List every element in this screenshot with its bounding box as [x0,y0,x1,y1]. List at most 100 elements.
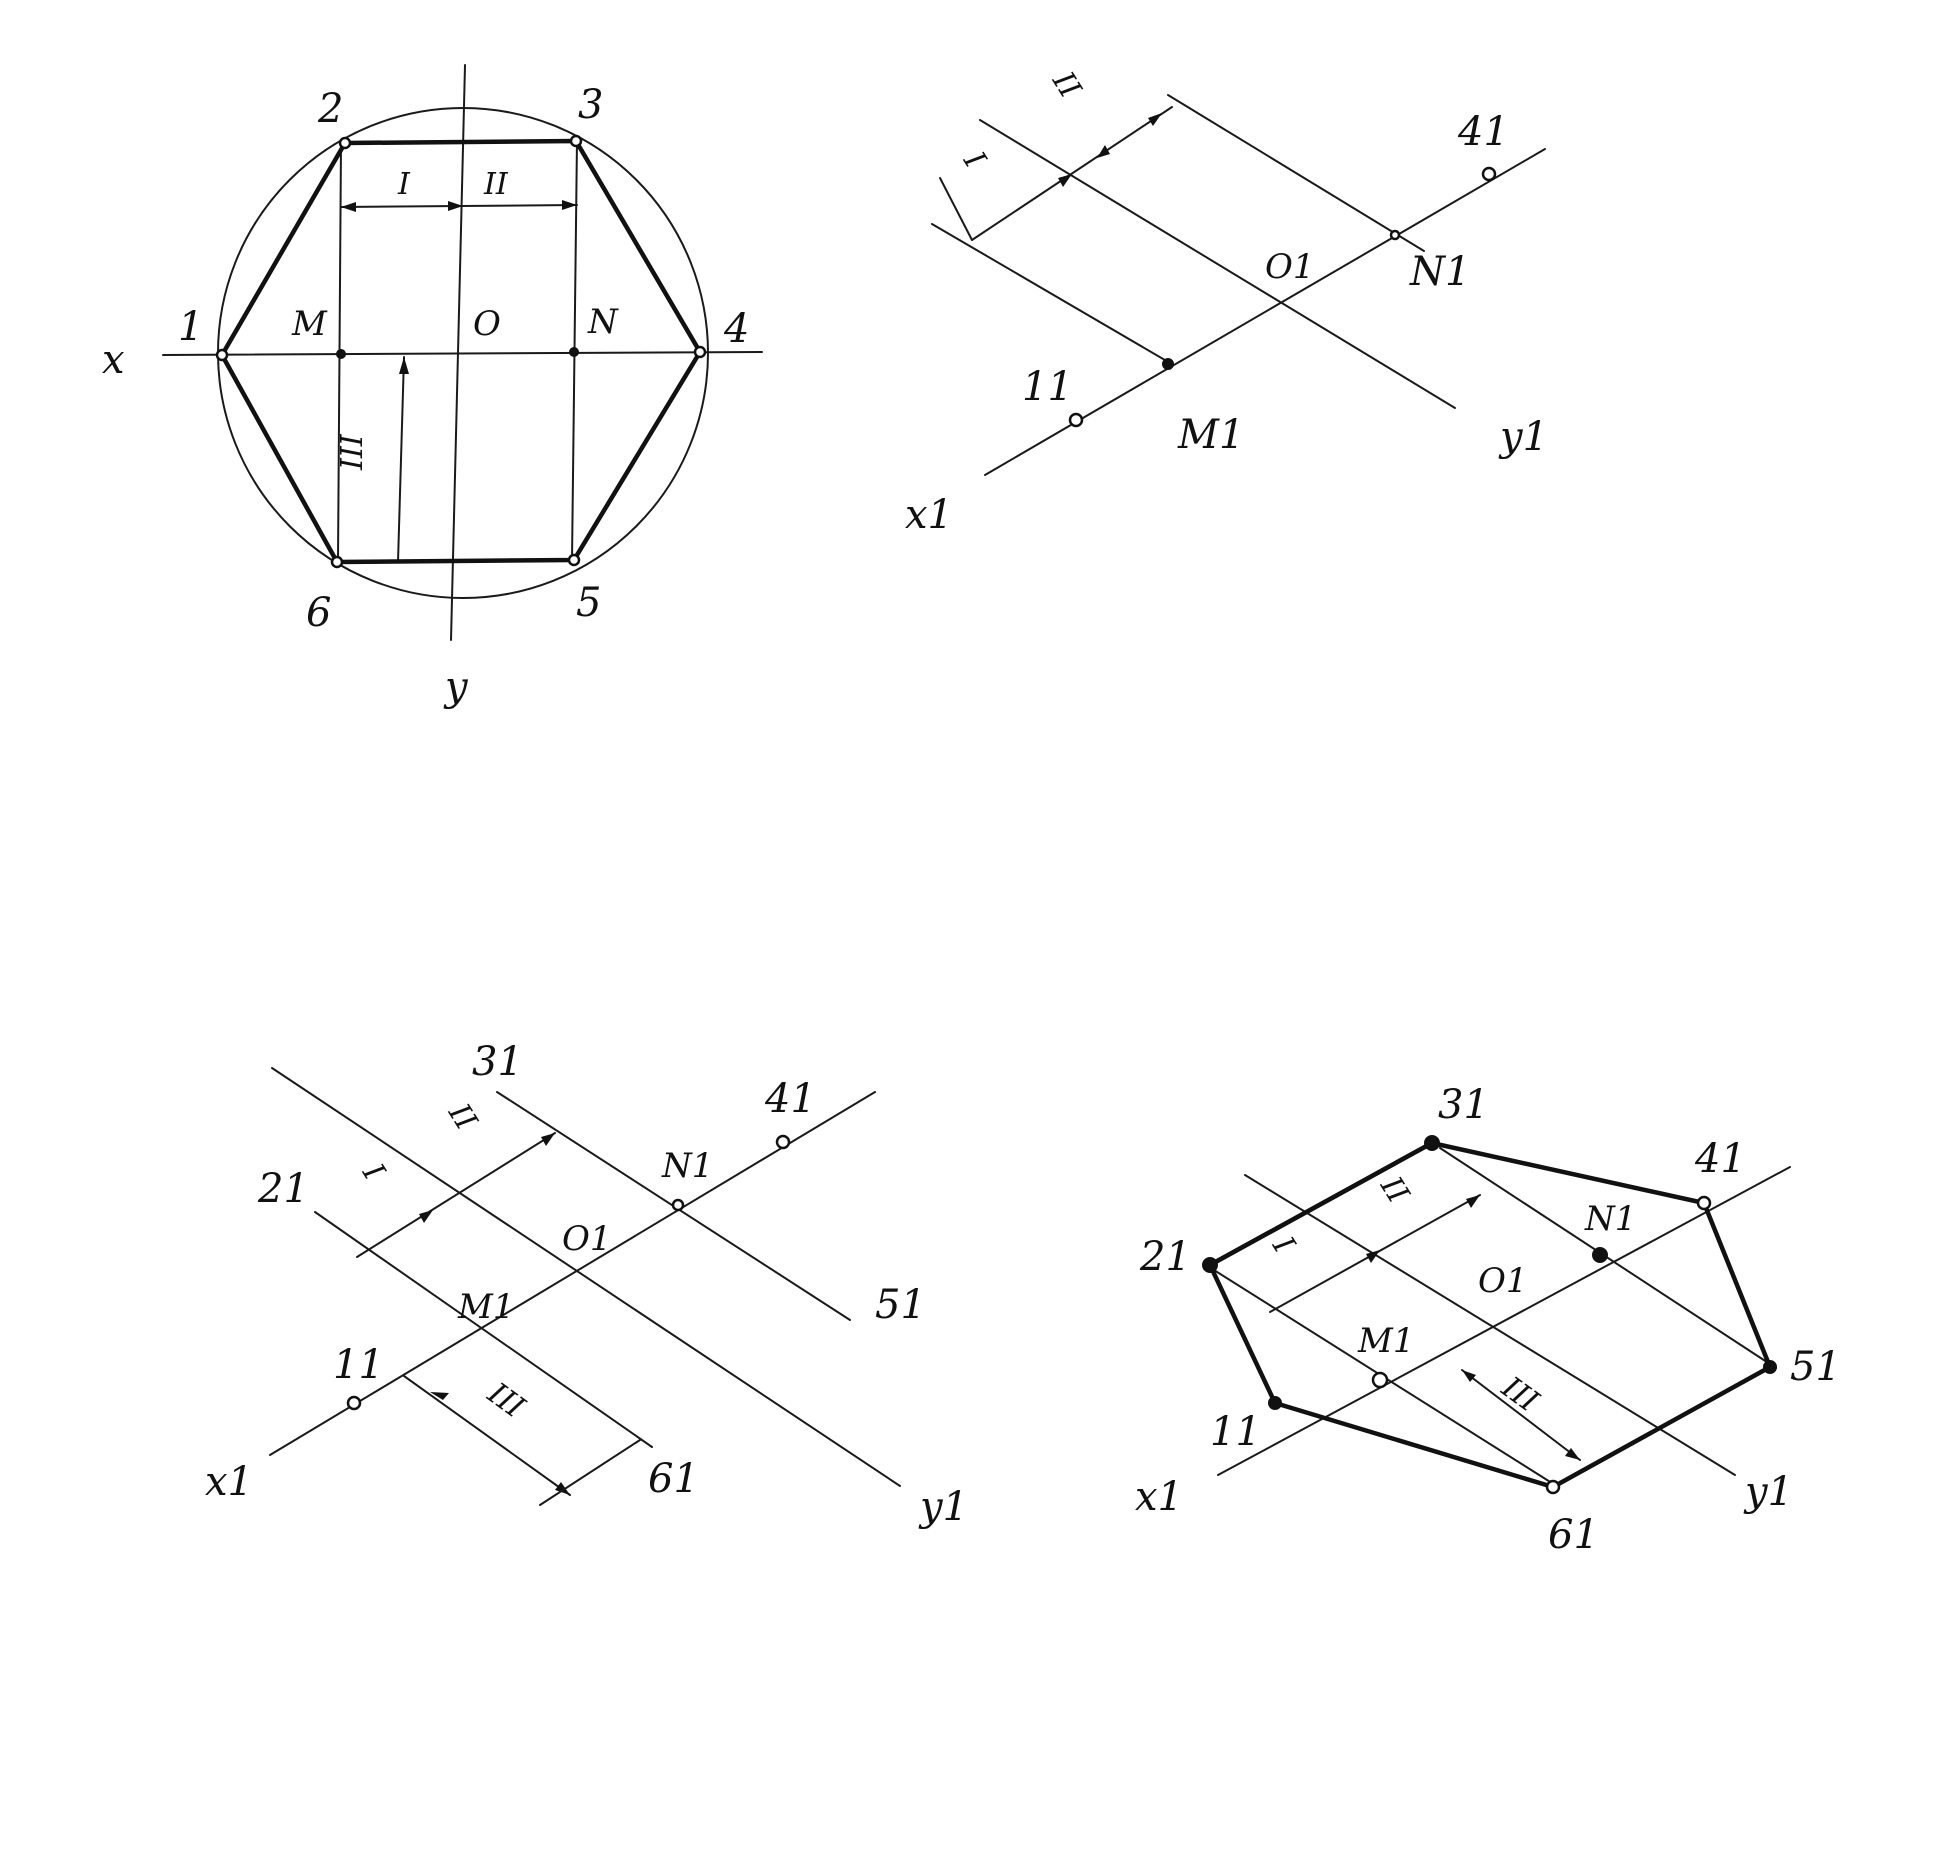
x1-axis-label: x1 [905,492,953,538]
dimension-1-label: I [355,1157,392,1187]
dimension-3-label: III [1494,1370,1545,1420]
point-n1-label: N1 [1584,1199,1636,1239]
x1-axis-line [984,148,1546,476]
dimension-2-label: II [483,167,509,202]
dimension-line-1-2 [971,106,1173,241]
point-41-label: 41 [1457,109,1509,155]
arrow-head [1058,174,1072,187]
point-41-label: 41 [1694,1136,1746,1182]
point-11-label: 11 [1022,364,1073,410]
center-label: O1 [1478,1261,1528,1301]
point-11 [1068,412,1084,428]
vertex-2-label: 2 [317,86,343,132]
arrow-head [1366,1250,1380,1263]
arrow-head [399,357,409,374]
figure-isometric-hexagon: x1 y1 O1 M1 N1 11 21 31 41 51 61 I II II… [1135,1082,1841,1558]
x1-axis-label: x1 [205,1459,253,1505]
dimension-2-label: II [1373,1170,1416,1210]
point-n1 [671,1198,685,1212]
vertex-6-label: 6 [306,590,331,636]
arrow-head [1565,1448,1580,1460]
dimension-2-label: II [1045,65,1088,105]
hexagon-edge [1207,1140,1435,1268]
center-label: O1 [1265,247,1315,287]
point-m1 [1162,358,1174,370]
y1-axis-label: y1 [1743,1469,1793,1515]
point-21-label: 21 [257,1166,309,1212]
arrow-head [541,1133,555,1146]
x-axis-line [162,351,763,356]
point-41 [775,1134,791,1150]
point-41-label: 41 [764,1076,816,1122]
vertex-point [215,348,229,362]
point-m-label: M [291,304,328,344]
figure-hexagon: x y O M N 1 2 3 4 5 6 I II III [102,64,763,710]
point-51-label: 51 [875,1282,926,1328]
point-11-label: 11 [1210,1409,1261,1455]
dimension-1-label: I [956,145,993,175]
point-31 [1424,1135,1440,1151]
vertex-1-label: 1 [178,304,203,350]
y1-axis-line [271,1067,901,1487]
x1-axis-line [1217,1166,1791,1476]
vertex-point [338,136,352,150]
point-m1-label: M1 [1177,412,1244,458]
vertex-4-label: 4 [723,306,749,352]
dimension-line-1-2 [356,1132,556,1258]
dimension-line-3 [397,356,405,563]
vertex-point [567,553,581,567]
point-n1 [1592,1247,1608,1263]
arrow-head [1466,1195,1480,1208]
vertex-5-label: 5 [576,580,601,626]
x1-axis-line [269,1091,876,1456]
arrow-head [419,1210,433,1223]
dimension-3-label: III [480,1376,531,1426]
isometric-hexagon-outline [1207,1140,1773,1490]
figure-axes-step1: x1 y1 O1 M1 N1 11 41 I II [905,65,1548,538]
point-n1 [1389,229,1401,241]
vertex-point [693,345,707,359]
arrow-head [1148,113,1162,126]
figure-axes-step2: x1 y1 O1 M1 N1 11 21 31 41 51 61 I II II… [205,1039,968,1530]
dimension-2-label: II [441,1097,484,1137]
x-axis-label: x [102,337,125,383]
point-41 [1696,1195,1712,1211]
point-n1-label: N1 [1409,249,1470,295]
point-51 [1763,1360,1777,1374]
point-21 [1202,1257,1218,1273]
dimension-line-3 [403,1375,571,1496]
arrow-head [430,1392,449,1400]
y-axis-label: y [443,664,469,710]
arrow-head [448,201,463,211]
arrow-head [555,1482,570,1495]
y1-axis-label: y1 [918,1484,968,1530]
y1-axis-line [979,119,1456,409]
vertex-point [569,134,583,148]
y1-axis-label: y1 [1498,414,1548,460]
dimension-tick [939,177,973,241]
vertex-point [330,555,344,569]
center-label: O1 [562,1219,612,1259]
point-51-label: 51 [1790,1344,1841,1390]
point-61 [1545,1479,1561,1495]
dimension-line-3 [1461,1369,1581,1461]
point-61-label: 61 [648,1456,699,1502]
arrow-head [1462,1370,1476,1382]
vertex-3-label: 3 [578,82,603,128]
arrow-head [1097,145,1110,158]
point-n1-label: N1 [661,1146,713,1186]
point-m1-label: M1 [1357,1321,1414,1361]
center-label: O [473,304,501,344]
line-through-n1 [1439,1147,1777,1369]
point-n-label: N [587,302,619,342]
y-axis-line [450,64,466,641]
dimension-3-label: III [335,433,370,471]
y1-axis-line [1244,1174,1736,1476]
dimension-tick [539,1439,641,1506]
point-11-label: 11 [333,1342,384,1388]
point-m1-label: M1 [457,1287,514,1327]
x1-axis-label: x1 [1135,1474,1183,1520]
line-through-n1 [1167,94,1425,252]
point-11 [1268,1396,1282,1410]
